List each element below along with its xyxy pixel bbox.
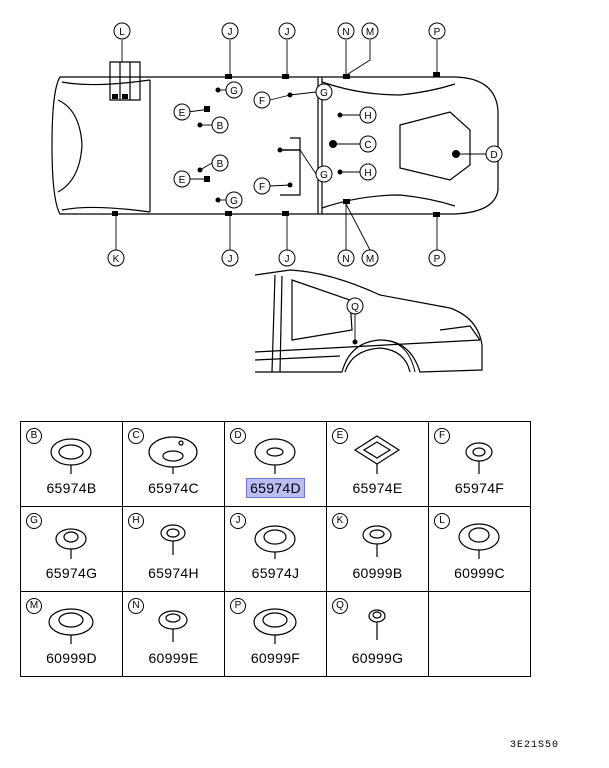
part-number: 65974F [454, 480, 505, 496]
callout-M-top: M [366, 27, 374, 38]
callout-E-2: E [179, 175, 186, 186]
callout-J-bottom-2: J [285, 254, 290, 265]
callout-N-top: N [342, 27, 349, 38]
callout-K-bottom: K [113, 254, 120, 265]
part-number: 60999D [46, 650, 97, 666]
cell-letter: H [128, 513, 144, 529]
callout-B-1: B [217, 121, 224, 132]
callout-E-1: E [179, 108, 186, 119]
empty-cell [428, 591, 531, 677]
grommet-icon [465, 442, 493, 474]
callout-C: C [364, 140, 371, 151]
callout-G-3: G [320, 88, 328, 99]
callout-D: D [490, 150, 497, 161]
callout-N-bottom: N [342, 254, 349, 265]
cell-letter: M [26, 598, 42, 614]
callout-B-2: B [217, 159, 224, 170]
part-number: 65974C [148, 480, 199, 496]
callout-F-1: F [259, 96, 265, 107]
part-cell-M[interactable]: M 60999D [20, 591, 123, 677]
part-cell-K[interactable]: K 60999B [326, 506, 429, 592]
grommet-icon [254, 525, 296, 559]
grommet-icon [254, 438, 296, 474]
cell-letter: J [230, 513, 246, 529]
cell-letter: Q [332, 598, 348, 614]
cell-letter: C [128, 428, 144, 444]
part-cell-L[interactable]: L 60999C [428, 506, 531, 592]
callout-L-top: L [119, 27, 125, 38]
grommet-icon [458, 523, 500, 559]
part-number: 65974B [46, 480, 97, 496]
cell-letter: E [332, 428, 348, 444]
callout-G-1: G [230, 86, 238, 97]
part-cell-P[interactable]: P 60999F [224, 591, 327, 677]
callout-G-2: G [230, 196, 238, 207]
part-number: 65974E [352, 480, 403, 496]
part-cell-N[interactable]: N 60999E [122, 591, 225, 677]
part-number: 60999G [351, 650, 404, 666]
part-number: 65974H [148, 565, 199, 581]
part-number: 60999F [250, 650, 301, 666]
part-number: 60999C [454, 565, 505, 581]
callout-G-4: G [320, 170, 328, 181]
part-cell-B[interactable]: B 65974B [20, 421, 123, 507]
grommet-icon [55, 528, 87, 559]
cell-letter: N [128, 598, 144, 614]
cell-letter: K [332, 513, 348, 529]
part-cell-C[interactable]: C 65974C [122, 421, 225, 507]
part-cell-Q[interactable]: Q 60999G [326, 591, 429, 677]
diagram-code: 3E21S50 [509, 740, 559, 751]
grommet-icon [158, 610, 188, 642]
cell-letter: F [434, 428, 450, 444]
callout-F-2: F [259, 182, 265, 193]
grommet-icon [48, 608, 94, 644]
callout-M-bottom: M [366, 254, 374, 265]
cell-letter: D [230, 428, 246, 444]
underbody-diagram: L J J N M P K J J N M P G G E E B B F F … [51, 22, 503, 373]
part-number: 60999B [352, 565, 403, 581]
part-cell-F[interactable]: F 65974F [428, 421, 531, 507]
callout-P-bottom: P [434, 254, 441, 265]
side-view-outline [254, 269, 483, 373]
part-cell-G[interactable]: G 65974G [20, 506, 123, 592]
part-cell-J[interactable]: J 65974J [224, 506, 327, 592]
part-cell-D[interactable]: D 65974D [224, 421, 327, 507]
callout-J-top-2: J [285, 27, 290, 38]
grommet-icon [148, 436, 198, 474]
part-number: 65974J [251, 565, 300, 581]
floor-outline [51, 76, 499, 215]
cell-letter: G [26, 513, 42, 529]
part-number-selected: 65974D [225, 478, 326, 498]
cell-letter: L [434, 513, 450, 529]
callout-Q: Q [351, 302, 359, 313]
part-number: 65974G [45, 565, 98, 581]
cell-letter: B [26, 428, 42, 444]
grommet-icon [50, 438, 92, 474]
callout-P-top: P [434, 27, 441, 38]
square-grommet-icon [353, 435, 401, 474]
part-number: 60999E [148, 650, 199, 666]
grommet-icon [253, 608, 297, 644]
callout-H-1: H [364, 111, 371, 122]
part-cell-H[interactable]: H 65974H [122, 506, 225, 592]
cell-letter: P [230, 598, 246, 614]
callout-J-bottom-1: J [228, 254, 233, 265]
grommet-icon [362, 525, 392, 557]
parts-table: B 65974B C 65974C D 65974D E 65974E F 65… [20, 421, 531, 677]
callout-J-top-1: J [228, 27, 233, 38]
grommet-icon [368, 609, 386, 640]
part-cell-E[interactable]: E 65974E [326, 421, 429, 507]
callout-H-2: H [364, 168, 371, 179]
grommet-icon [160, 524, 186, 555]
